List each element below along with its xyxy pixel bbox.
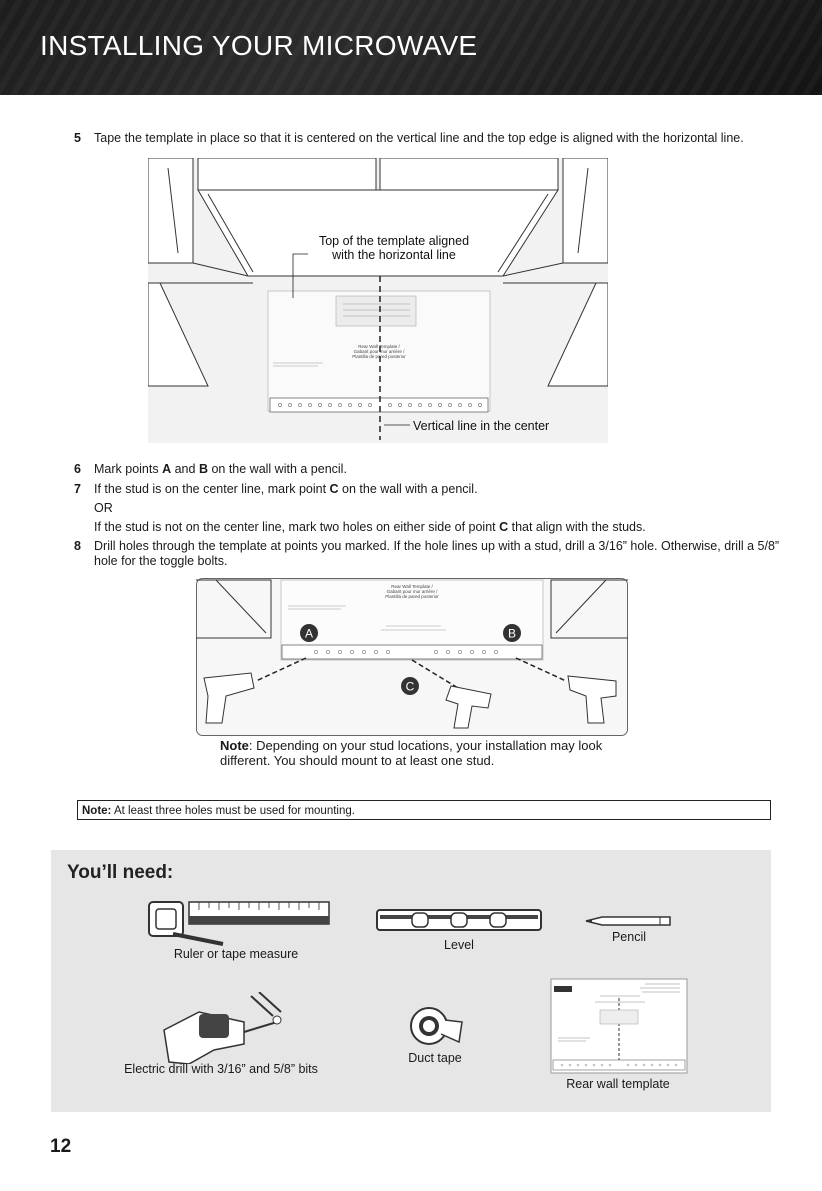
tools-panel: You’ll need: Ruler or tape measure Level… <box>51 850 771 1112</box>
drilling-illustration: Rear Wall Template / Gabarit pour mur ar… <box>196 578 628 736</box>
page-number: 12 <box>50 1136 72 1157</box>
step-text: Mark points A and B on the wall with a p… <box>94 462 347 476</box>
step-number: 8 <box>74 539 81 553</box>
duct-tape-icon <box>410 1007 463 1045</box>
svg-text:Plantilla de pared posterior: Plantilla de pared posterior <box>385 594 439 599</box>
drilling-note: Note: Depending on your stud locations, … <box>220 738 603 768</box>
drill-icon <box>163 992 282 1064</box>
note-box: Note: At least three holes must be used … <box>77 800 771 820</box>
tool-tape-label: Duct tape <box>408 1051 462 1065</box>
tool-level-label: Level <box>444 938 474 952</box>
marker-a: A <box>305 627 313 641</box>
step-text: If the stud is on the center line, mark … <box>94 482 478 496</box>
step-7-alt: If the stud is not on the center line, m… <box>94 520 646 534</box>
step-number: 5 <box>74 131 81 145</box>
or-text: OR <box>94 501 113 515</box>
level-icon <box>376 909 542 931</box>
step-number: 7 <box>74 482 81 496</box>
step-number: 6 <box>74 462 81 476</box>
tool-template-label: Rear wall template <box>566 1077 670 1091</box>
tool-drill-label: Electric drill with 3/16” and 5/8” bits <box>124 1062 318 1076</box>
marker-c: C <box>406 680 415 694</box>
tool-pencil-label: Pencil <box>611 930 647 944</box>
callout-vertical: Vertical line in the center <box>413 419 549 433</box>
svg-text:Plantilla de pared posterior: Plantilla de pared posterior <box>352 354 406 359</box>
svg-text:Gabarit pour mur arrière /: Gabarit pour mur arrière / <box>387 589 439 594</box>
step-text: Tape the template in place so that it is… <box>94 131 744 145</box>
pencil-icon <box>585 916 671 926</box>
tools-title: You’ll need: <box>67 862 174 883</box>
callout-top-line1: Top of the template aligned <box>319 234 469 248</box>
page-title: INSTALLING YOUR MICROWAVE <box>40 30 478 61</box>
tool-ruler-label: Ruler or tape measure <box>173 947 299 961</box>
svg-text:Rear Wall Template /: Rear Wall Template / <box>391 584 433 589</box>
page-header: INSTALLING YOUR MICROWAVE <box>0 0 822 95</box>
template-placement-illustration: Rear Wall Template / Gabarit pour mur ar… <box>148 158 608 443</box>
rear-wall-template-icon <box>550 978 688 1074</box>
tape-measure-icon <box>148 901 330 946</box>
step-text: Drill holes through the template at poin… <box>94 539 780 568</box>
marker-b: B <box>508 627 516 641</box>
callout-top-line2: with the horizontal line <box>331 248 456 262</box>
